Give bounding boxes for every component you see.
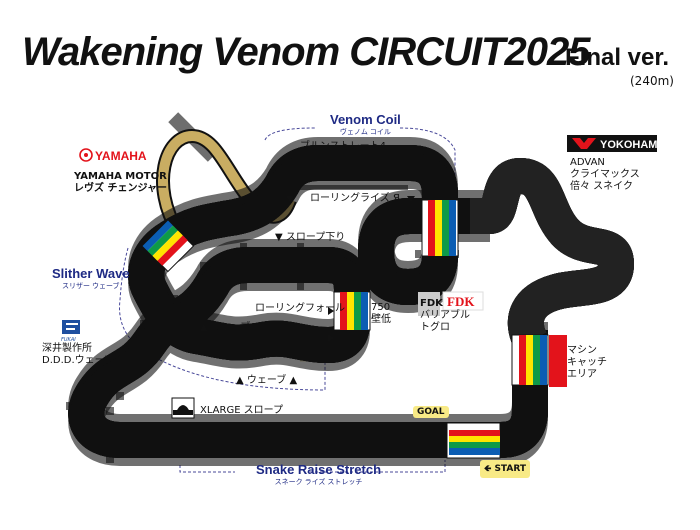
fukai-label: 深井製作所 D.D.D.ウェーブ bbox=[42, 343, 114, 367]
xlarge-label: XLARGE スロープ bbox=[200, 405, 284, 416]
fdk-section1: バリアブル bbox=[420, 310, 470, 321]
yamaha-logo: YAMAHA bbox=[79, 148, 147, 163]
direction-arrows bbox=[286, 196, 415, 342]
yokohama-label: ADVAN クライマックス 倍々 スネイク bbox=[570, 157, 640, 193]
burun-straight-label: ブルンストレート4 bbox=[300, 141, 386, 152]
lane-band-start bbox=[446, 422, 501, 459]
start-text: START bbox=[494, 464, 527, 474]
fukai-logo: FUKAI bbox=[61, 320, 80, 343]
machine-catch-label: マシン キャッチ エリア bbox=[567, 345, 607, 381]
wall-label: 750 壁低 bbox=[371, 302, 391, 326]
yokohama-snake bbox=[470, 158, 634, 340]
catch-2: キャッチ bbox=[567, 357, 607, 368]
lane-band-right bbox=[511, 334, 567, 387]
slither-wave-en: Slither Wave bbox=[52, 266, 130, 281]
yamaha-name: YAMAHA MOTOR bbox=[74, 171, 167, 182]
venom-coil-label: Venom Coil ヴェノム コイル bbox=[330, 112, 401, 137]
xlarge-logo bbox=[171, 397, 195, 419]
yamaha-label: YAMAHA MOTOR レヴズ チェンジャー bbox=[74, 171, 167, 195]
venom-coil-jp: ヴェノム コイル bbox=[339, 129, 391, 136]
lane-band-center bbox=[333, 291, 371, 331]
fdk-name: FDK bbox=[420, 298, 443, 309]
rolling-rise-label: ローリングライズ Я bbox=[310, 193, 400, 204]
fdk-label: FDK バリアブル トグロ bbox=[420, 298, 470, 334]
svg-text:FUKAI: FUKAI bbox=[61, 337, 76, 343]
goal-tag: GOAL bbox=[413, 406, 449, 418]
version-label: Final ver. bbox=[565, 44, 670, 71]
rolling-fall-label: ローリングフォール bbox=[255, 303, 345, 314]
yokohama-logo: YOKOHAMA bbox=[567, 135, 665, 152]
snake-raise-label: Snake Raise Stretch スネーク ライズ ストレッチ bbox=[256, 462, 381, 487]
snake-raise-en: Snake Raise Stretch bbox=[256, 462, 382, 477]
lane-band-fdk bbox=[421, 199, 459, 257]
wave-label-2: ▲ ウェーブ ▲ bbox=[236, 375, 298, 386]
slither-wave-label: Slither Wave スリザー ウェーブ bbox=[52, 266, 130, 291]
fukai-section: D.D.D.ウェーブ bbox=[42, 355, 115, 366]
yokohama-section1: クライマックス bbox=[570, 169, 640, 180]
machine-catch-area bbox=[549, 335, 567, 387]
arrow-left-icon: 🡸 bbox=[484, 464, 495, 474]
svg-text:YOKOHAMA: YOKOHAMA bbox=[600, 139, 665, 151]
fdk-logo: FDK bbox=[418, 291, 484, 316]
svg-text:FDK: FDK bbox=[447, 294, 475, 309]
catch-3: エリア bbox=[567, 369, 597, 380]
yokohama-section2: 倍々 スネイク bbox=[570, 181, 633, 192]
lane-band-slither bbox=[141, 219, 195, 273]
fukai-name: 深井製作所 bbox=[42, 343, 92, 354]
svg-text:YAMAHA: YAMAHA bbox=[95, 149, 147, 163]
fdk-section2: トグロ bbox=[420, 322, 450, 333]
venom-coil-en: Venom Coil bbox=[330, 112, 401, 127]
catch-1: マシン bbox=[567, 345, 597, 356]
wall-low: 壁低 bbox=[371, 314, 391, 325]
slope-down-label: ▼ スロープ下り bbox=[275, 232, 346, 243]
track-length: (240m) bbox=[630, 74, 674, 88]
wave-label-1: ▲ ウェーブ bbox=[200, 322, 251, 333]
yamaha-section: レヴズ チェンジャー bbox=[74, 183, 167, 194]
wall-750: 750 bbox=[371, 302, 391, 313]
yokohama-name: ADVAN bbox=[570, 157, 605, 168]
snake-raise-jp: スネーク ライズ ストレッチ bbox=[274, 479, 363, 486]
slither-wave-jp: スリザー ウェーブ bbox=[62, 283, 120, 290]
circuit-title: Wakening Venom CIRCUIT2025 bbox=[22, 30, 590, 74]
start-tag: 🡸 START bbox=[480, 460, 531, 478]
